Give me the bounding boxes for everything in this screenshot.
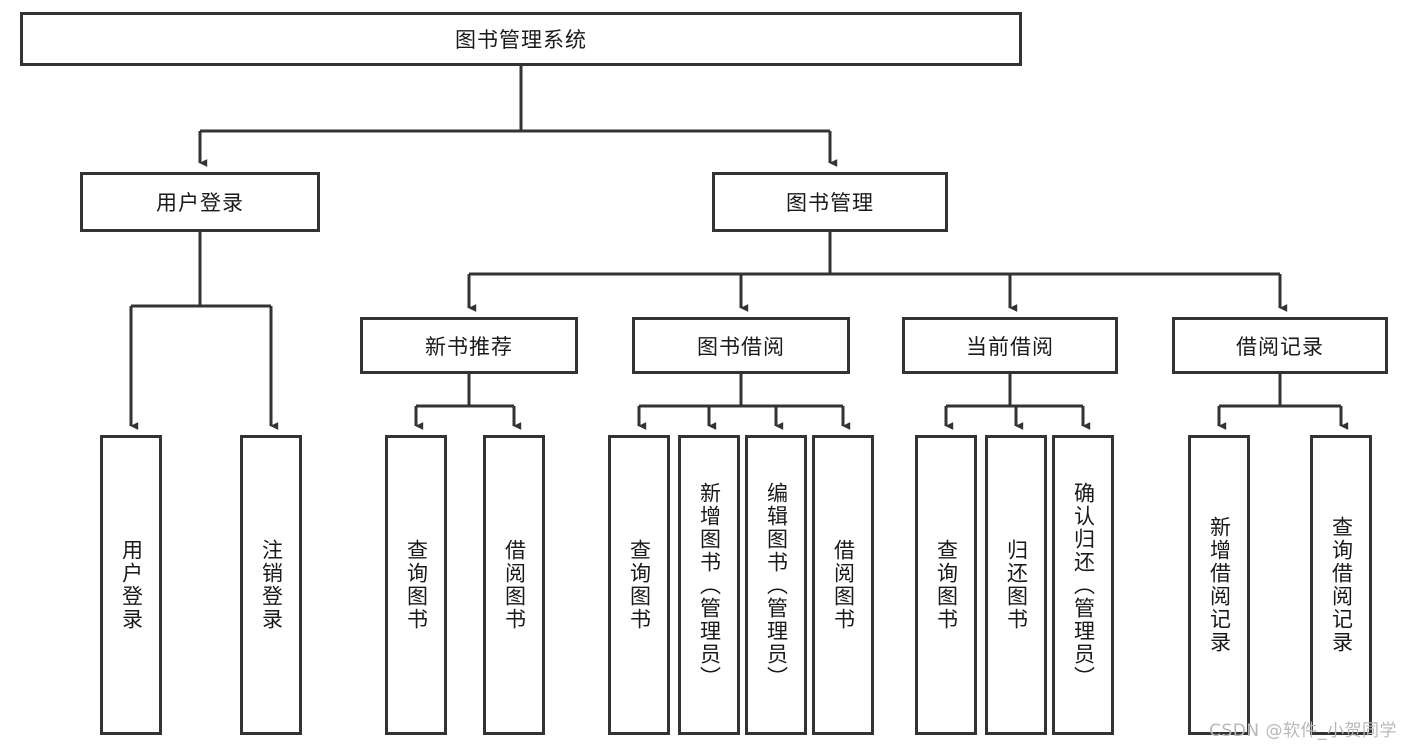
node-book-manage[interactable]: 图书管理 (712, 172, 948, 232)
leaf-edit-book-label: 编辑图书（管理员） (764, 481, 789, 689)
node-book-manage-label: 图书管理 (786, 191, 874, 215)
leaf-confirm-return[interactable]: 确认归还（管理员） (1052, 435, 1114, 735)
leaf-user-login-label: 用户登录 (119, 539, 144, 631)
node-book-borrow-label: 图书借阅 (697, 334, 785, 359)
leaf-borrow-book-label: 借阅图书 (831, 539, 856, 631)
leaf-logout[interactable]: 注销登录 (240, 435, 302, 735)
leaf-query-book-cur-label: 查询图书 (934, 539, 959, 631)
leaf-add-record[interactable]: 新增借阅记录 (1188, 435, 1250, 735)
node-current-borrow[interactable]: 当前借阅 (902, 317, 1118, 374)
leaf-add-record-label: 新增借阅记录 (1207, 516, 1232, 654)
leaf-borrow-book[interactable]: 借阅图书 (812, 435, 874, 735)
leaf-logout-label: 注销登录 (259, 539, 284, 631)
node-borrow-record-label: 借阅记录 (1236, 334, 1324, 359)
leaf-query-book-new-label: 查询图书 (404, 539, 429, 631)
leaf-confirm-return-label: 确认归还（管理员） (1071, 481, 1096, 689)
leaf-query-record[interactable]: 查询借阅记录 (1310, 435, 1372, 735)
leaf-return-book-label: 归还图书 (1004, 539, 1029, 631)
leaf-add-book[interactable]: 新增图书（管理员） (678, 435, 740, 735)
node-root-label: 图书管理系统 (455, 28, 587, 52)
node-user-login[interactable]: 用户登录 (80, 172, 320, 232)
leaf-return-book[interactable]: 归还图书 (985, 435, 1047, 735)
node-user-login-label: 用户登录 (156, 191, 244, 215)
node-borrow-record[interactable]: 借阅记录 (1172, 317, 1388, 374)
leaf-query-book-label: 查询图书 (627, 539, 652, 631)
leaf-borrow-book-new-label: 借阅图书 (502, 539, 527, 631)
leaf-edit-book[interactable]: 编辑图书（管理员） (745, 435, 807, 735)
leaf-query-book-new[interactable]: 查询图书 (385, 435, 447, 735)
leaf-borrow-book-new[interactable]: 借阅图书 (483, 435, 545, 735)
node-root[interactable]: 图书管理系统 (20, 12, 1022, 66)
node-new-book-recommend[interactable]: 新书推荐 (360, 317, 578, 374)
leaf-add-book-label: 新增图书（管理员） (697, 481, 722, 689)
leaf-user-login[interactable]: 用户登录 (100, 435, 162, 735)
node-current-borrow-label: 当前借阅 (966, 334, 1054, 359)
leaf-query-book-cur[interactable]: 查询图书 (915, 435, 977, 735)
leaf-query-book[interactable]: 查询图书 (608, 435, 670, 735)
leaf-query-record-label: 查询借阅记录 (1329, 516, 1354, 654)
node-new-book-recommend-label: 新书推荐 (425, 334, 513, 359)
node-book-borrow[interactable]: 图书借阅 (632, 317, 850, 374)
